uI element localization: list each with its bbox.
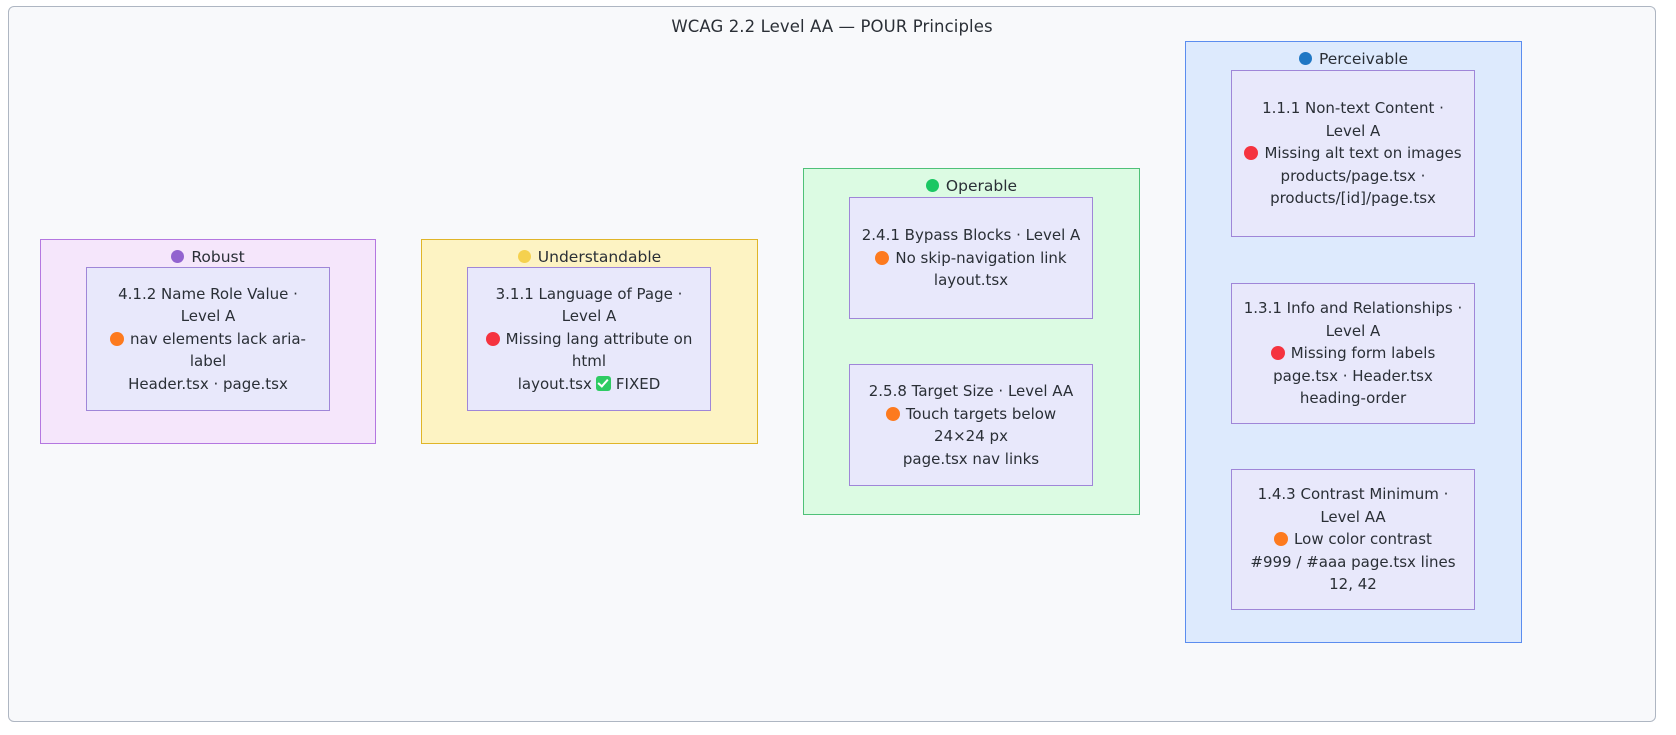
node-issue: No skip-navigation link xyxy=(895,248,1067,267)
blue-dot-icon xyxy=(1298,52,1312,65)
node-files: Header.tsx · page.tsx xyxy=(128,374,288,393)
node-issue-line: Low color contrast xyxy=(1242,528,1464,551)
node-issue-line: Missing alt text on images xyxy=(1242,142,1464,165)
cluster-title-robust: Robust xyxy=(41,248,375,266)
node-issue: nav elements lack aria-label xyxy=(130,329,306,371)
cluster-label: Perceivable xyxy=(1318,50,1409,68)
node-criterion: 2.4.1 Bypass Blocks · Level A xyxy=(861,226,1081,245)
node-issue: Missing lang attribute on html xyxy=(505,329,693,371)
node-files: page.tsx nav links xyxy=(902,449,1040,468)
node-files: #999 / #aaa page.tsx lines 12, 42 xyxy=(1250,552,1456,594)
warning-dot-icon xyxy=(1274,532,1289,547)
cluster-title-perceivable: Perceivable xyxy=(1186,50,1521,68)
node-1-4-3[interactable]: 1.4.3 Contrast Minimum · Level AA Low co… xyxy=(1231,469,1475,610)
node-criterion: 3.1.1 Language of Page · Level A xyxy=(495,284,683,326)
node-issue-line: nav elements lack aria-label xyxy=(97,328,319,373)
node-1-3-1[interactable]: 1.3.1 Info and Relationships · Level A M… xyxy=(1231,283,1475,424)
node-4-1-2[interactable]: 4.1.2 Name Role Value · Level A nav elem… xyxy=(86,267,330,411)
node-issue: Low color contrast xyxy=(1294,530,1432,549)
node-files: layout.tsx xyxy=(933,271,1009,290)
node-issue: Missing alt text on images xyxy=(1264,144,1462,163)
purple-dot-icon xyxy=(171,250,185,263)
error-dot-icon xyxy=(485,331,500,346)
cluster-title-understandable: Understandable xyxy=(422,248,757,266)
node-criterion: 1.1.1 Non-text Content · Level A xyxy=(1262,99,1444,140)
node-files: layout.tsx xyxy=(517,374,592,393)
node-files-line: layout.tsx FIXED xyxy=(478,373,700,396)
node-2-4-1[interactable]: 2.4.1 Bypass Blocks · Level A No skip-na… xyxy=(849,197,1093,319)
node-issue-line: Touch targets below 24×24 px xyxy=(860,403,1082,448)
node-issue-line: Missing form labels xyxy=(1242,342,1464,365)
warning-dot-icon xyxy=(110,331,124,346)
node-issue-line: No skip-navigation link xyxy=(860,247,1082,270)
green-dot-icon xyxy=(925,179,939,192)
node-criterion: 2.5.8 Target Size · Level AA xyxy=(868,382,1074,400)
error-dot-icon xyxy=(1244,146,1259,161)
cluster-title-operable: Operable xyxy=(804,177,1139,195)
error-dot-icon xyxy=(1270,346,1285,361)
node-issue-line: Missing lang attribute on html xyxy=(478,328,700,373)
node-criterion: 1.4.3 Contrast Minimum · Level AA xyxy=(1257,485,1449,526)
node-2-5-8[interactable]: 2.5.8 Target Size · Level AA Touch targe… xyxy=(849,364,1093,486)
cluster-label: Robust xyxy=(191,248,245,266)
node-issue: Missing form labels xyxy=(1290,344,1436,363)
yellow-dot-icon xyxy=(517,250,531,263)
node-3-1-1[interactable]: 3.1.1 Language of Page · Level A Missing… xyxy=(467,267,711,411)
node-files: products/page.tsx · products/[id]/page.t… xyxy=(1270,166,1436,208)
node-fixed-label: FIXED xyxy=(615,374,661,393)
cluster-label: Understandable xyxy=(537,248,662,266)
warning-dot-icon xyxy=(875,250,890,265)
fixed-check-icon xyxy=(595,375,611,391)
node-files: page.tsx · Header.tsx heading-order xyxy=(1273,366,1433,408)
diagram-title: WCAG 2.2 Level AA — POUR Principles xyxy=(671,17,993,36)
node-issue: Touch targets below 24×24 px xyxy=(905,404,1057,446)
warning-dot-icon xyxy=(885,406,900,421)
node-1-1-1[interactable]: 1.1.1 Non-text Content · Level A Missing… xyxy=(1231,70,1475,237)
node-criterion: 4.1.2 Name Role Value · Level A xyxy=(118,284,298,326)
node-criterion: 1.3.1 Info and Relationships · Level A xyxy=(1243,299,1463,340)
cluster-label: Operable xyxy=(945,177,1018,195)
